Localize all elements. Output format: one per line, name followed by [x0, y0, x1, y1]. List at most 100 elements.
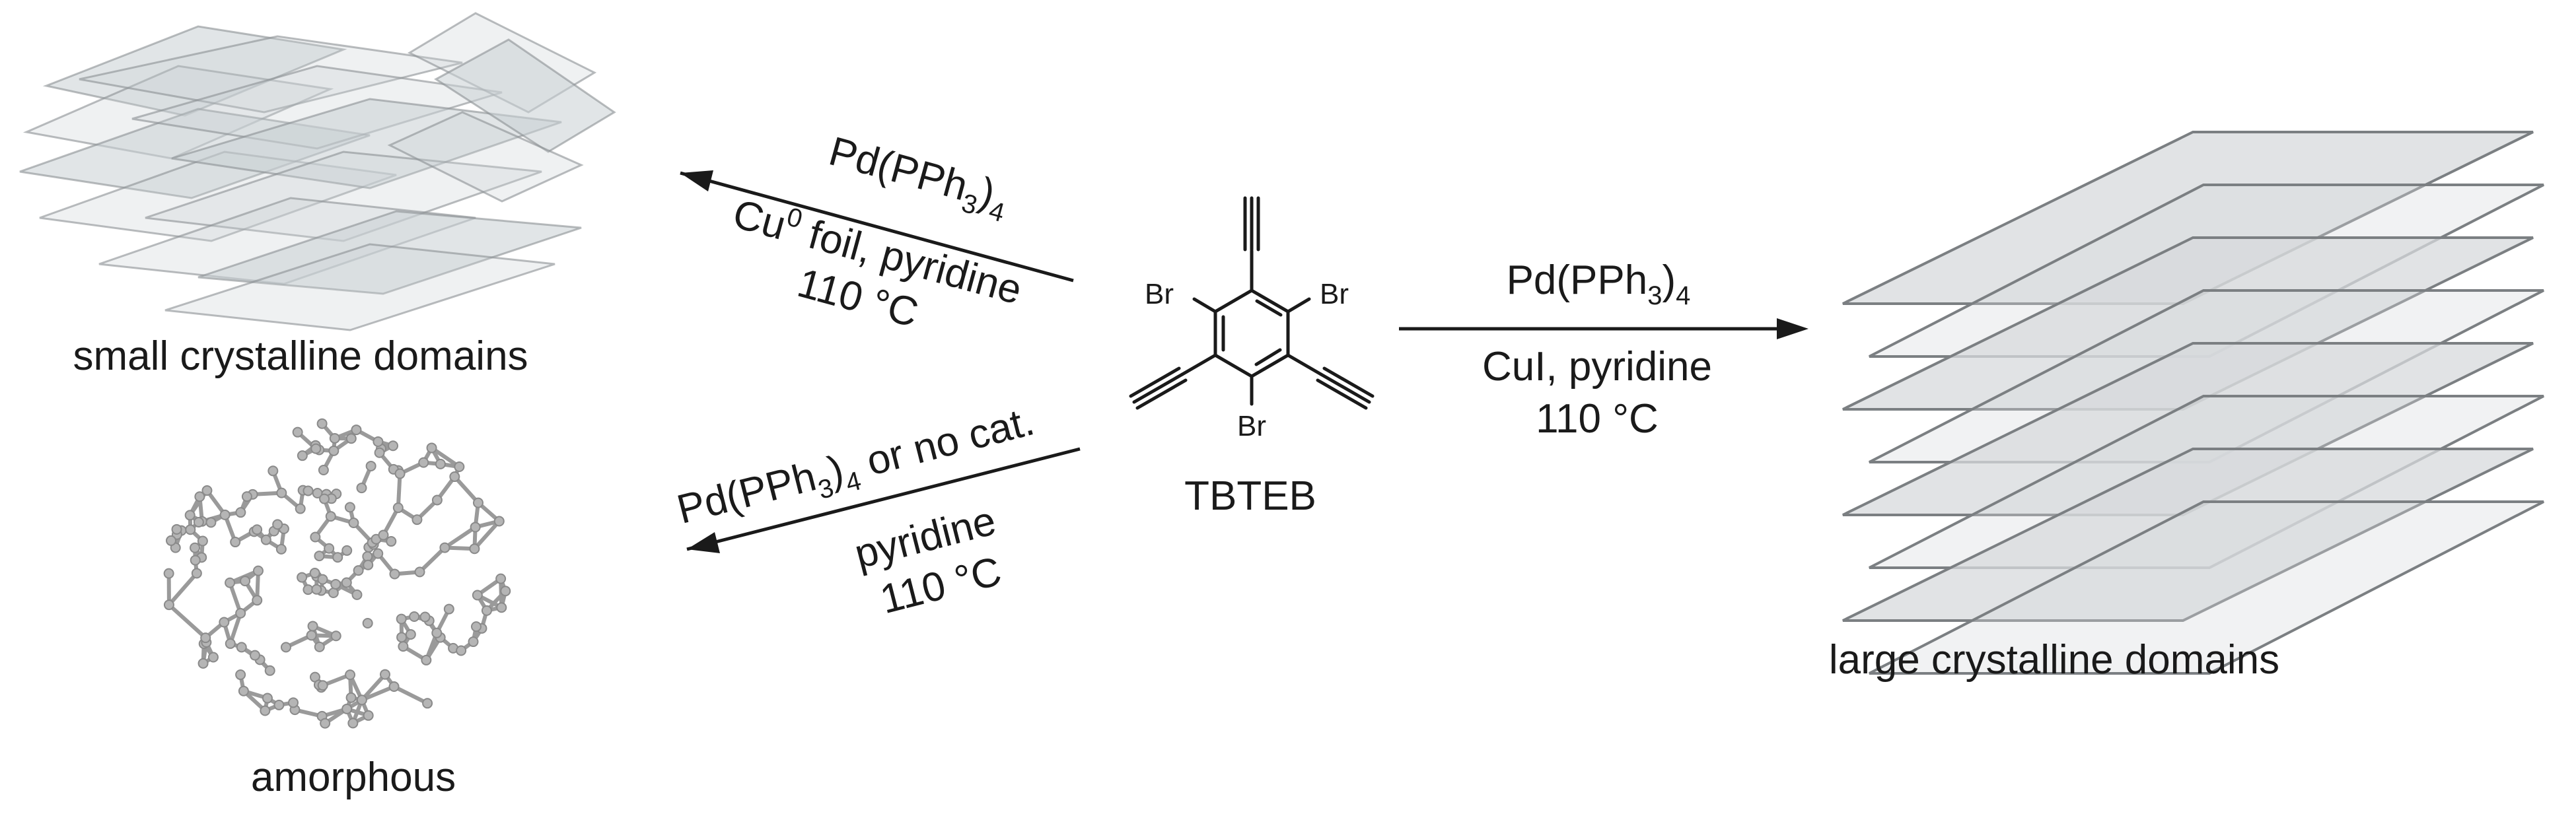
network-atom	[219, 617, 230, 628]
large-crystalline-stack	[1842, 131, 2544, 675]
arrowhead-right	[1777, 318, 1808, 339]
network-atom	[310, 531, 321, 543]
network-atom	[325, 511, 336, 522]
network-atom	[470, 522, 481, 533]
network-atom	[185, 524, 196, 535]
network-atom	[252, 595, 263, 606]
arrowhead-top-left	[680, 170, 713, 191]
crystal-sheet	[434, 38, 616, 153]
network-atom	[329, 432, 340, 444]
network-bond	[360, 673, 387, 702]
network-atom	[320, 718, 331, 729]
network-atom	[328, 587, 339, 598]
network-atom	[389, 568, 400, 580]
svg-text:Pd(PPh3)4: Pd(PPh3)4	[1507, 257, 1691, 310]
network-bond	[167, 603, 207, 640]
network-atom	[345, 692, 357, 703]
svg-text:CuI, pyridine: CuI, pyridine	[1482, 344, 1712, 390]
network-atom	[288, 697, 299, 708]
network-atom	[163, 599, 174, 611]
svg-text:110 °C: 110 °C	[1536, 396, 1659, 442]
network-atom	[260, 705, 271, 716]
network-bond	[430, 446, 461, 469]
network-atom	[225, 577, 236, 588]
crystal-sheet	[197, 210, 582, 295]
arrow-top-left	[680, 171, 1074, 283]
network-atom	[303, 485, 314, 496]
amorphous-network	[163, 418, 511, 729]
network-atom	[307, 621, 318, 632]
network-atom	[495, 573, 507, 584]
network-atom	[345, 433, 357, 444]
network-atom	[319, 493, 330, 504]
network-atom	[280, 642, 291, 653]
network-atom	[493, 516, 505, 527]
network-atom	[431, 494, 443, 506]
network-atom	[422, 698, 433, 709]
conditions-right: Pd(PPh3)4 CuI, pyridine 110 °C	[1482, 257, 1712, 442]
network-atom	[194, 491, 205, 502]
network-atom	[324, 543, 335, 554]
network-atom	[219, 509, 231, 520]
network-atom	[240, 576, 251, 587]
network-atom	[396, 613, 407, 625]
network-atom	[345, 669, 356, 681]
network-atom	[292, 426, 303, 438]
network-atom	[500, 586, 511, 597]
network-atom	[190, 542, 201, 553]
br-label-bottom: Br	[1237, 410, 1266, 442]
network-bond	[418, 546, 447, 574]
network-atom	[439, 542, 450, 553]
network-atom	[275, 543, 287, 555]
network-atom	[184, 510, 196, 521]
network-bond	[396, 473, 402, 508]
network-atom	[317, 574, 328, 585]
network-atom	[276, 487, 287, 498]
network-atom	[235, 607, 246, 619]
network-atom	[309, 568, 320, 579]
network-atom	[470, 621, 482, 632]
network-atom	[306, 630, 317, 641]
crystal-sheet	[145, 151, 542, 242]
conditions-top-left: Pd(PPh3)4 Cu0 foil, pyridine 110 °C	[728, 128, 1026, 336]
label-amorphous: amorphous	[251, 755, 456, 800]
network-atom	[379, 669, 390, 680]
network-bond	[453, 475, 480, 504]
network-atom	[230, 537, 241, 548]
network-atom	[469, 543, 480, 555]
network-atom	[264, 665, 275, 676]
network-atom	[421, 654, 432, 665]
network-atom	[297, 572, 308, 583]
network-atom	[348, 517, 359, 528]
network-atom	[351, 424, 362, 436]
network-atom	[414, 566, 425, 578]
network-atom	[236, 642, 247, 653]
network-atom	[435, 458, 446, 469]
network-atom	[396, 632, 408, 643]
network-atom	[260, 534, 271, 545]
network-bond	[473, 520, 501, 551]
network-atom	[363, 559, 374, 570]
network-atom	[235, 669, 246, 681]
network-atom	[418, 457, 429, 468]
label-large-crystalline-domains: large crystalline domains	[1829, 637, 2279, 683]
network-atom	[332, 552, 343, 563]
network-atom	[386, 536, 397, 547]
network-bond	[393, 685, 429, 705]
network-atom	[311, 584, 322, 595]
network-bond	[361, 685, 395, 702]
network-atom	[330, 630, 341, 642]
network-atom	[297, 450, 308, 461]
network-atom	[295, 503, 306, 514]
network-atom	[341, 577, 352, 588]
crystal-sheet	[42, 25, 347, 117]
network-atom	[318, 465, 329, 476]
network-atom	[373, 436, 384, 447]
network-atom	[328, 445, 340, 456]
network-atom	[316, 418, 328, 429]
arrowhead-bottom-left	[687, 532, 720, 553]
network-atom	[197, 658, 209, 669]
network-atom	[262, 693, 273, 704]
network-atom	[388, 440, 399, 452]
svg-text:Pd(PPh3)4: Pd(PPh3)4	[822, 128, 1014, 228]
